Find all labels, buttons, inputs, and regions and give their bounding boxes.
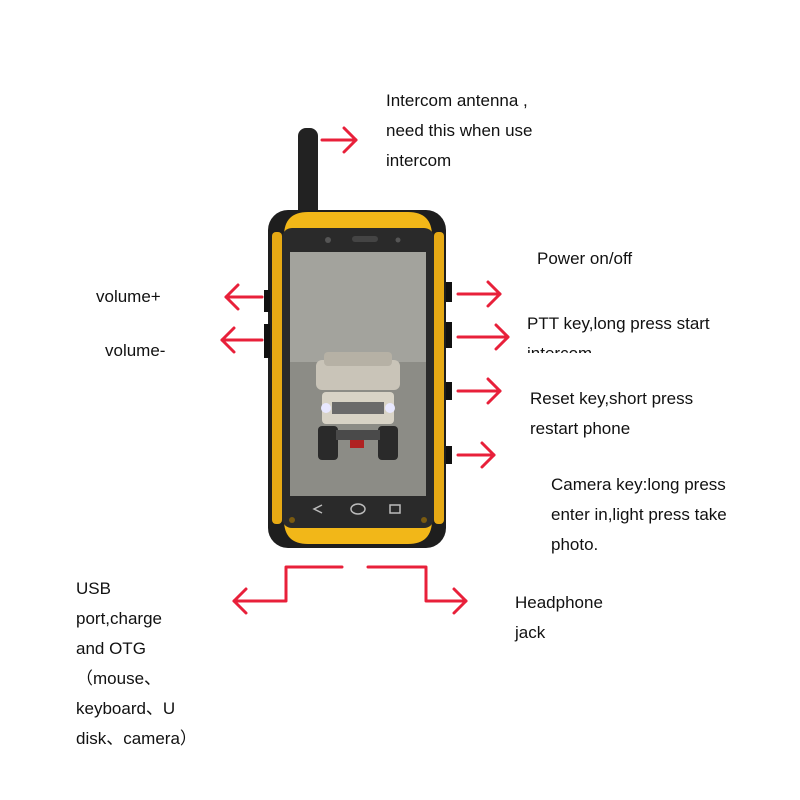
arrow-reset — [456, 377, 502, 405]
arrow-power — [456, 280, 502, 308]
label-power: Power on/off — [537, 249, 633, 268]
menu-icon — [389, 504, 401, 514]
arrow-antenna — [320, 126, 358, 154]
front-camera — [325, 237, 331, 243]
back-icon — [312, 504, 323, 514]
arrow-ptt — [456, 323, 510, 351]
arrow-volume-down — [220, 326, 264, 354]
screw — [421, 517, 427, 523]
arrow-headphone — [366, 565, 468, 615]
car-image — [316, 352, 400, 460]
label-volume-up: volume+ — [96, 287, 161, 306]
earpiece — [352, 236, 378, 242]
reset-button — [446, 382, 452, 400]
power-button — [446, 282, 452, 302]
label-usb-port: USB port,charge and OTG （mouse、 keyboard… — [76, 579, 197, 748]
screen-sky — [290, 252, 426, 362]
label-volume-down: volume- — [105, 341, 166, 360]
arrow-volume-up — [224, 283, 264, 311]
volume-up-button — [264, 290, 270, 312]
label-reset-key: Reset key,short press restart phone — [530, 389, 694, 438]
screw — [289, 517, 295, 523]
arrow-camera — [456, 441, 496, 469]
ptt-button — [446, 322, 452, 348]
label-ptt-key: PTT key,long press start intercom — [527, 314, 710, 353]
left-rail — [272, 232, 282, 524]
home-icon — [350, 503, 366, 515]
camera-button — [446, 446, 452, 464]
label-headphone-jack: Headphone jack — [515, 593, 603, 642]
label-intercom-antenna: Intercom antenna , need this when use in… — [386, 91, 533, 170]
right-rail — [434, 232, 444, 524]
antenna — [298, 128, 318, 220]
sensor — [395, 237, 401, 243]
volume-down-button — [264, 324, 270, 358]
arrow-usb — [232, 565, 344, 615]
label-camera-key: Camera key:long press enter in,light pre… — [551, 475, 727, 554]
